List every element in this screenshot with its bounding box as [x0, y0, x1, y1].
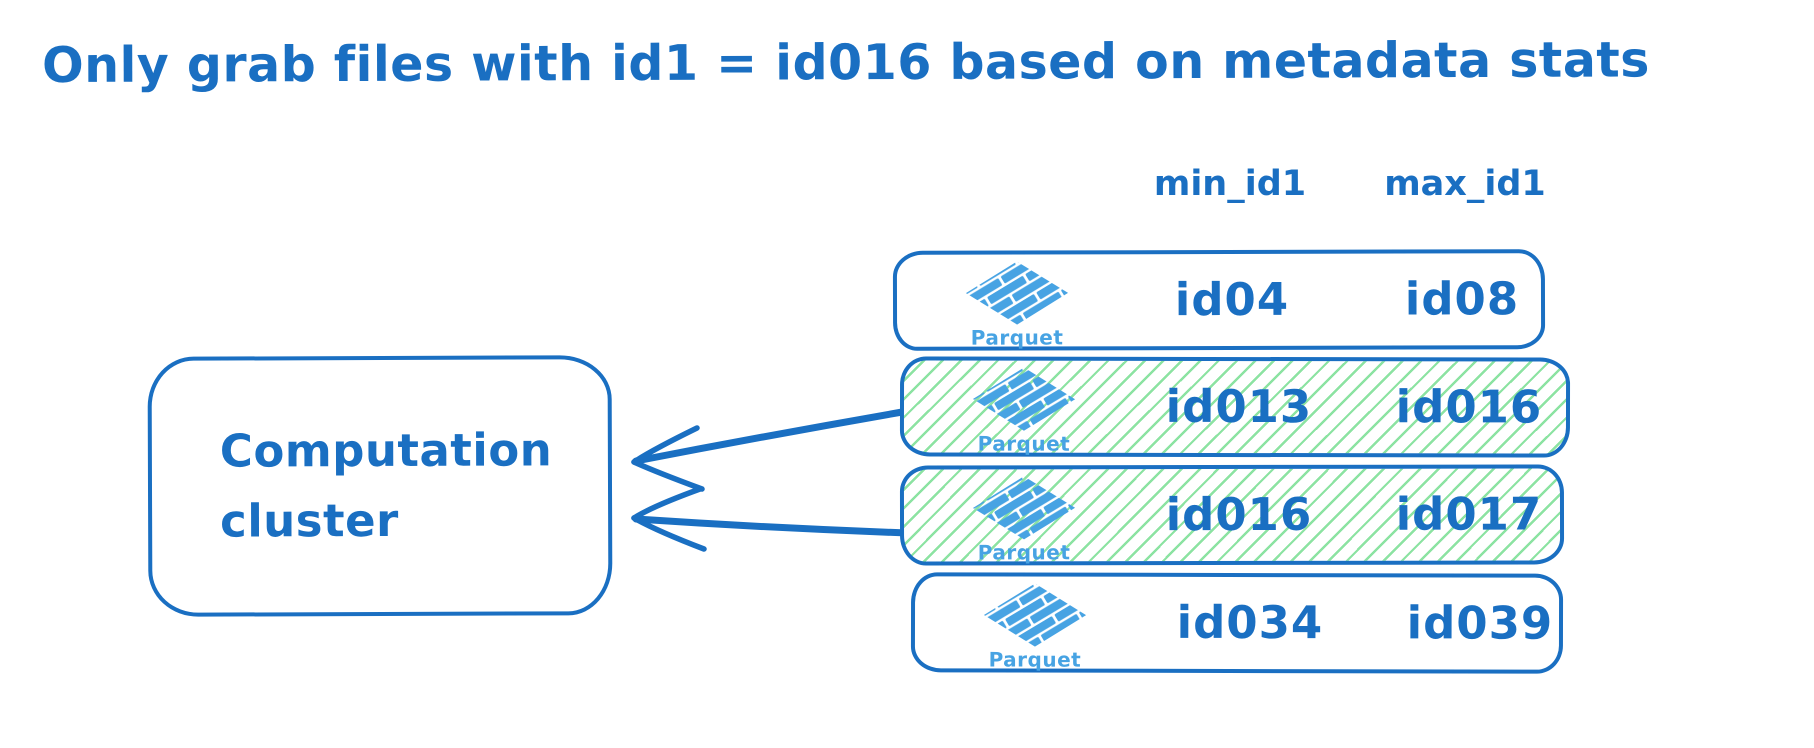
parquet-logo-icon — [965, 261, 1069, 325]
column-headers: min_id1 max_id1 — [895, 164, 1565, 212]
column-header-min-id1: min_id1 — [1153, 164, 1307, 204]
parquet-logo-icon — [972, 476, 1076, 540]
parquet-logo: Parquet — [959, 260, 1075, 350]
min-id1-value: id013 — [1165, 379, 1313, 434]
parquet-logo-label: Parquet — [988, 647, 1082, 672]
parquet-file-row-1: Parquet id04 id08 — [892, 249, 1546, 351]
parquet-logo: Parquet — [966, 475, 1082, 564]
parquet-logo-label: Parquet — [970, 325, 1064, 350]
parquet-file-row-3-highlighted: Parquet id016 id017 — [899, 464, 1565, 566]
parquet-logo: Parquet — [966, 367, 1082, 456]
max-id1-value: id017 — [1395, 487, 1543, 541]
parquet-logo-label: Parquet — [977, 540, 1071, 565]
min-id1-value: id016 — [1165, 487, 1313, 542]
parquet-logo: Parquet — [977, 582, 1093, 672]
max-id1-value: id016 — [1395, 380, 1543, 434]
parquet-file-row-2-highlighted: Parquet id013 id016 — [899, 356, 1571, 458]
parquet-logo-icon — [972, 367, 1076, 431]
parquet-logo-label: Parquet — [977, 431, 1071, 456]
min-id1-value: id034 — [1176, 595, 1324, 650]
parquet-file-row-4: Parquet id034 id039 — [910, 572, 1564, 674]
column-header-max-id1: max_id1 — [1384, 164, 1546, 204]
min-id1-value: id04 — [1174, 272, 1290, 327]
max-id1-value: id039 — [1406, 596, 1554, 650]
parquet-logo-icon — [983, 583, 1087, 647]
max-id1-value: id08 — [1404, 272, 1520, 326]
